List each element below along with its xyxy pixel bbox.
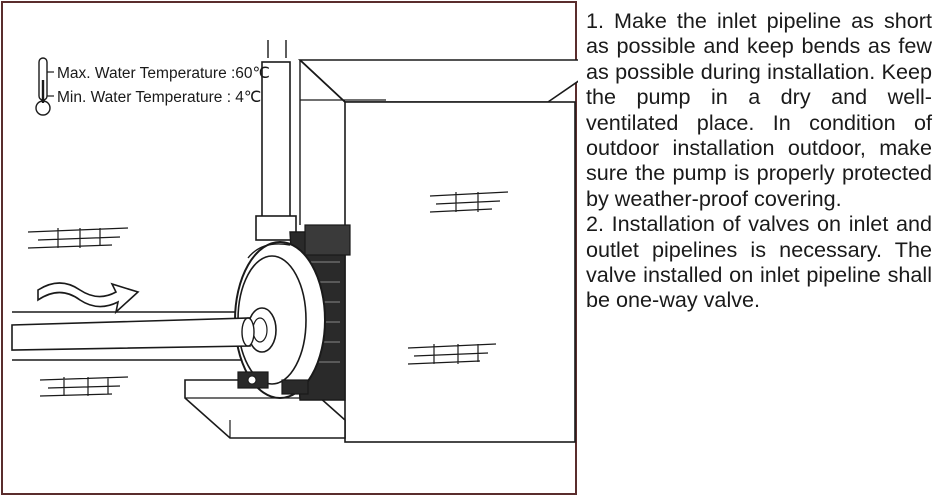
thermometer-icon — [35, 57, 54, 116]
cabinet-front — [344, 101, 576, 443]
installation-instructions: 1. Make the inlet pipeline as short as p… — [586, 8, 932, 313]
brick-wall-icon — [27, 191, 509, 397]
inlet-pipe — [11, 317, 251, 351]
illustration-svg: Max. Water Temperature :60℃ Min. Water T… — [1, 1, 578, 495]
flow-arrow-icon — [37, 282, 140, 315]
pump-icon — [234, 224, 351, 401]
cabinet-top — [297, 59, 578, 103]
pipe-collar — [255, 215, 297, 241]
outlet-pipe — [261, 61, 291, 231]
max-temperature-label: Max. Water Temperature :60℃ — [57, 65, 270, 82]
instruction-item-1: 1. Make the inlet pipeline as short as p… — [586, 8, 932, 211]
illustration-border — [1, 1, 577, 495]
pump-installation-illustration: Max. Water Temperature :60℃ Min. Water T… — [1, 1, 578, 495]
min-temperature-label: Min. Water Temperature : 4℃ — [57, 89, 261, 106]
instruction-item-2: 2. Installation of valves on inlet and o… — [586, 211, 932, 313]
